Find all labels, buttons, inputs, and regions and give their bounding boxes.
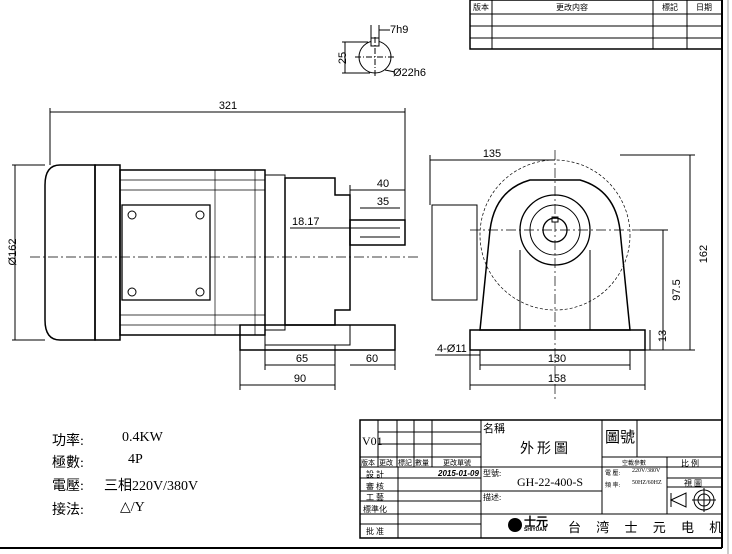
title-block: [359, 419, 723, 539]
spec-label: 功率:: [52, 434, 84, 449]
spec-value: 三相220V/380V: [104, 479, 199, 494]
dim-holes: 4-Ø11: [437, 343, 467, 355]
spec-label: 接法:: [52, 503, 84, 518]
dim-motor-diameter: Ø162: [7, 239, 19, 266]
side-view: 321 Ø162 40 35 18.17 65 90 60: [7, 100, 420, 390]
revision-table: 版本 更改内容 標記 日期: [469, 0, 723, 50]
desc-label: 描述:: [483, 493, 502, 502]
dim-key-width: 7h9: [390, 24, 408, 36]
voltage-label: 電 壓:: [605, 471, 621, 477]
dim-key-offset: 18.17: [292, 216, 320, 228]
rev-col: 數量: [415, 459, 429, 467]
noload-label: 空載參數: [622, 461, 647, 467]
name-label: 名稱: [483, 423, 505, 435]
rev-header: 標記: [662, 2, 678, 12]
spec-value: 4P: [128, 452, 143, 467]
dim-center-height: 97.5: [671, 279, 683, 300]
spec-label: 極數:: [52, 456, 84, 471]
dim-base-c: 60: [366, 353, 378, 365]
rev-col: 版本: [361, 459, 375, 467]
end-view: 135 162 97.5 13 4-Ø11 130 158: [429, 148, 710, 400]
dim-offset: 135: [483, 148, 501, 160]
company-logo: 士元 SHIYUAN: [508, 516, 548, 533]
view-label: 視 圖: [684, 479, 702, 488]
freq: 50HZ/60HZ: [632, 480, 662, 486]
role-process: 工 藝: [366, 493, 384, 502]
role-design: 設 計: [366, 470, 384, 479]
scale-label: 比 例: [681, 459, 699, 468]
gear-logo-icon: [508, 517, 522, 532]
dim-base-a: 65: [296, 353, 308, 365]
rev-col: 更改單號: [443, 459, 471, 467]
voltage: 220V/380V: [632, 468, 661, 474]
model: GH-22-400-S: [517, 475, 583, 489]
dim-shaft-length: 40: [377, 178, 389, 190]
rev-headers: 版本 更改 標記 數量 更改單號: [361, 458, 481, 468]
rev-col: 標記: [398, 459, 412, 467]
drawing-no-label: 圖號: [605, 430, 636, 446]
role-standard: 標準化: [363, 505, 387, 514]
dim-key-height: 25: [337, 52, 349, 64]
dim-hole-spacing: 130: [548, 353, 566, 365]
rev-header: 日期: [696, 3, 712, 12]
dim-overall-length: 321: [219, 100, 237, 112]
drawing-name: 外形圖: [520, 442, 571, 457]
role-approve: 批 准: [366, 527, 384, 536]
dim-shaft-diameter: Ø22h6: [393, 67, 426, 79]
rev-col: 更改: [379, 459, 393, 467]
rev-header: 版本: [473, 2, 489, 12]
dim-base-width: 158: [548, 373, 566, 385]
dim-key-length: 35: [377, 196, 389, 208]
spec-value: △/Y: [120, 500, 145, 515]
date: 2015-01-09: [438, 469, 479, 478]
dim-height: 162: [698, 245, 710, 263]
model-label: 型號:: [483, 469, 502, 478]
logo-text: 士元: [524, 515, 549, 529]
rev-header: 更改内容: [556, 2, 588, 12]
projection-symbol-icon: [669, 488, 716, 512]
version: V01: [362, 434, 383, 448]
spec-label: 電壓:: [52, 479, 84, 494]
company-name: 台 湾 士 元 电 机: [568, 520, 729, 535]
dim-base-b: 90: [294, 373, 306, 385]
freq-label: 頻 率:: [605, 483, 621, 489]
dim-base-thickness: 13: [657, 330, 669, 342]
role-review: 審 核: [366, 482, 384, 491]
logo-sub: SHIYUAN: [524, 527, 547, 533]
spec-value: 0.4KW: [122, 430, 163, 445]
shaft-section: 7h9 25 Ø22h6: [337, 24, 426, 79]
